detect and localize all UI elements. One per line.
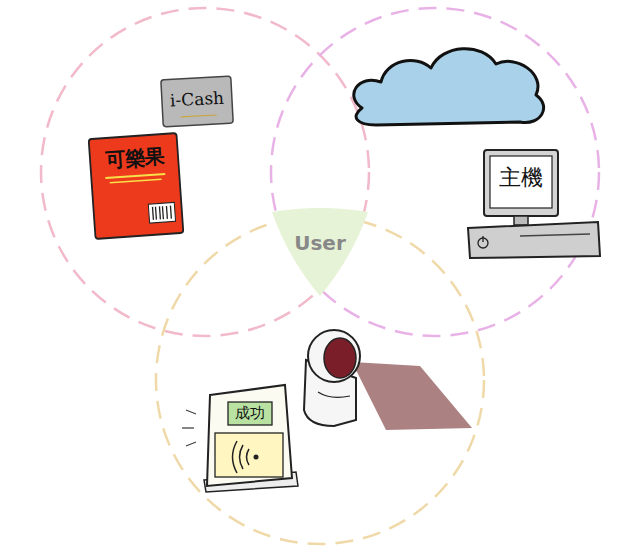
node-text: 主機 [499,166,543,190]
card-label: 可樂果 [97,141,173,174]
node-text: 可樂果 [104,145,165,171]
node-text: User [294,232,346,254]
venn-circle [271,8,599,336]
center-label: User [280,228,360,258]
host-computer [468,150,600,258]
red-card [89,133,184,239]
display-label: 成功 [228,402,272,425]
barcode-scanner [304,330,360,426]
node-text: i-Cash [170,88,225,109]
cloud [354,49,544,125]
scanner-beam [352,362,472,430]
card-label: i-Cash [165,84,228,113]
screen-label: 主機 [490,158,552,198]
icash-card [161,76,233,127]
card-reader [182,385,298,492]
center-region [272,208,368,296]
node-text: 成功 [235,405,265,422]
venn-circle [41,8,369,336]
